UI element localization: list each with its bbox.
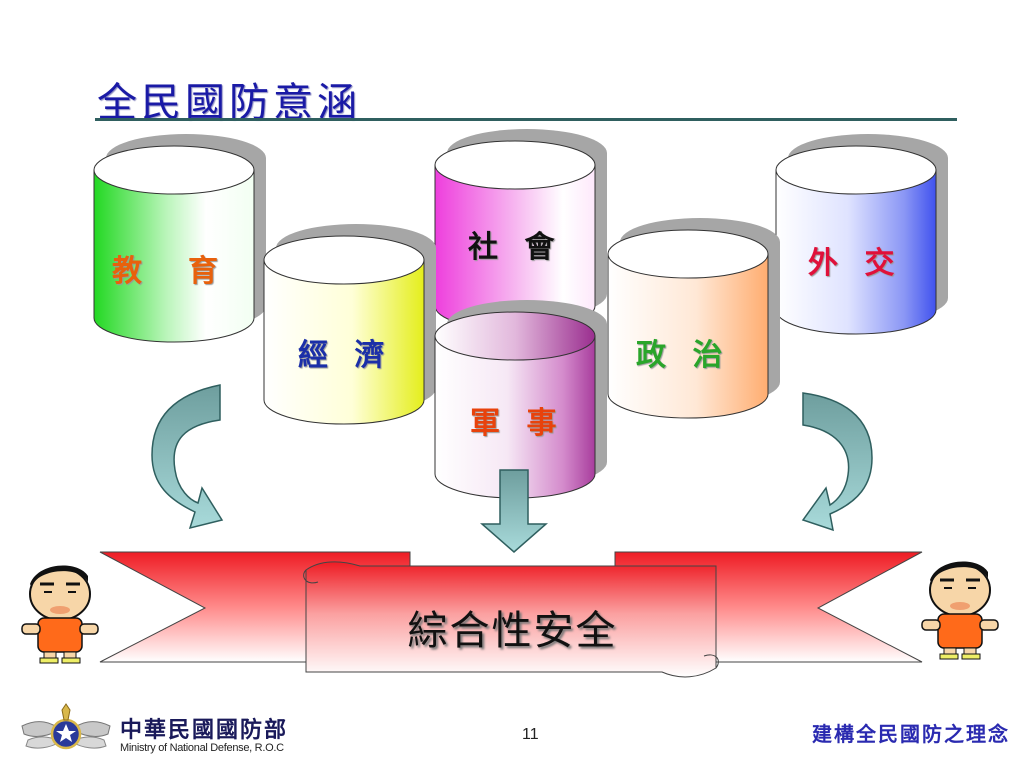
curved-arrow-left [151, 384, 224, 530]
curved-arrow-right [801, 392, 873, 532]
label-military: 軍 事 [470, 406, 565, 441]
ministry-emblem-icon [21, 703, 111, 750]
cylinder-military [434, 300, 607, 499]
banner-center [303, 561, 719, 678]
label-society: 社 會 [468, 230, 563, 265]
label-education: 教 育 [112, 254, 226, 289]
cylinder-society [434, 129, 607, 331]
label-diplomacy: 外 交 [808, 246, 903, 281]
cylinder-education [93, 134, 266, 343]
cartoon-boy-right-icon [921, 561, 999, 660]
title-underline [95, 118, 957, 121]
cylinder-diplomacy [775, 134, 948, 335]
label-politics: 政 治 [636, 338, 731, 373]
cylinder-economy [263, 224, 436, 425]
footer-slogan: 建構全民國防之理念 [812, 722, 1010, 746]
page-number: 11 [522, 726, 539, 743]
label-economy: 經 濟 [298, 338, 393, 373]
cartoon-boy-left-icon [21, 565, 99, 664]
cylinder-politics [607, 218, 780, 419]
banner-label: 綜合性安全 [407, 608, 618, 654]
ministry-name-en: Ministry of National Defense, R.O.C [120, 742, 284, 754]
ministry-name-cn: 中華民國國防部 [120, 717, 289, 743]
down-arrow [480, 469, 548, 553]
